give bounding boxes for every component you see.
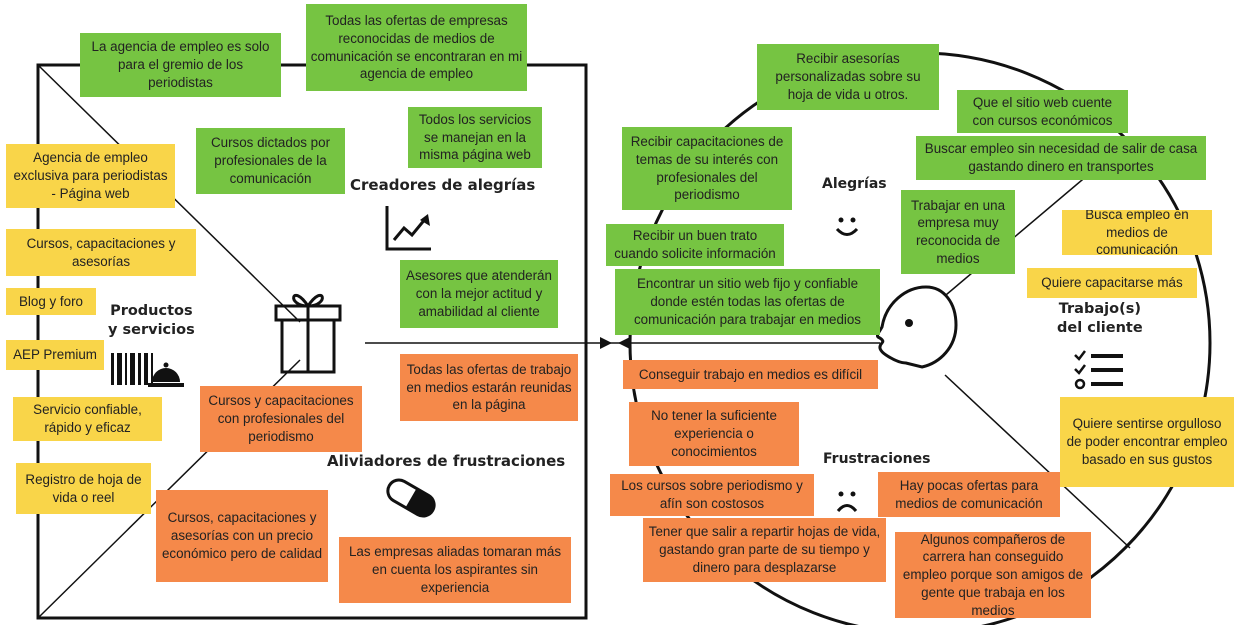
label-gain-creators: Creadores de alegrías [350, 176, 536, 194]
gain-note: Que el sitio web cuente con cursos econó… [957, 90, 1128, 133]
pain-reliever-note: Las empresas aliadas tomaran más en cuen… [339, 537, 571, 603]
arrow-right-head [600, 337, 612, 349]
face-profile-icon [876, 285, 958, 369]
checklist-icon [1074, 350, 1123, 390]
gain-note: Recibir capacitaciones de temas de su in… [622, 127, 792, 210]
gain-note: Encontrar un sitio web fijo y confiable … [615, 269, 880, 335]
pain-note: Los cursos sobre periodismo y afín son c… [610, 474, 814, 516]
product-note: Agencia de empleo exclusiva para periodi… [6, 144, 175, 208]
product-note: Cursos, capacitaciones y asesorías [6, 229, 196, 276]
pain-note: Hay pocas ofertas para medios de comunic… [878, 472, 1060, 517]
gain-creator-note: La agencia de empleo es solo para el gre… [80, 33, 281, 97]
customer-divider-lower [944, 374, 1131, 549]
rising-chart-icon [385, 206, 431, 251]
label-customer-jobs: Trabajo(s) del cliente [1057, 301, 1143, 336]
product-note: Registro de hoja de vida o reel [16, 463, 151, 514]
smiley-icon [835, 217, 859, 236]
arrow-left-head [618, 337, 630, 349]
service-bell-icon [148, 362, 184, 387]
pain-reliever-note: Cursos, capacitaciones y asesorías con u… [156, 490, 328, 582]
pain-note: No tener la suficiente experiencia o con… [629, 402, 799, 466]
pill-icon [386, 478, 436, 518]
gain-creator-note: Cursos dictados por profesionales de la … [196, 128, 345, 194]
label-pains: Frustraciones [823, 451, 931, 467]
gain-note: Recibir un buen trato cuando solicite in… [606, 224, 784, 266]
customer-job-note: Busca empleo en medios de comunicación [1062, 210, 1212, 255]
barcode-icon [111, 353, 153, 385]
gain-note: Recibir asesorías personalizadas sobre s… [757, 44, 939, 110]
label-pain-relievers: Aliviadores de frustraciones [327, 452, 566, 470]
customer-job-note: Quiere capacitarse más [1027, 268, 1197, 298]
pain-note: Conseguir trabajo en medios es difícil [623, 360, 878, 389]
gain-creator-note: Todas las ofertas de empresas reconocida… [306, 4, 527, 91]
sad-face-icon [836, 491, 858, 513]
gain-note: Trabajar en una empresa muy reconocida d… [901, 190, 1015, 274]
pain-note: Algunos compañeros de carrera han conseg… [895, 532, 1091, 618]
label-gains: Alegrías [822, 176, 887, 192]
product-note: AEP Premium [6, 340, 104, 370]
pain-reliever-note: Cursos y capacitaciones con profesionale… [200, 386, 362, 452]
pain-note: Tener que salir a repartir hojas de vida… [643, 518, 886, 582]
gain-creator-note: Asesores que atenderán con la mejor acti… [400, 260, 558, 328]
gift-icon [274, 293, 342, 374]
gain-note: Buscar empleo sin necesidad de salir de … [916, 136, 1206, 180]
product-note: Blog y foro [6, 288, 96, 315]
pain-reliever-note: Todas las ofertas de trabajo en medios e… [400, 354, 578, 421]
label-products-services: Productos y servicios [108, 303, 195, 338]
product-note: Servicio confiable, rápido y eficaz [13, 397, 162, 441]
customer-job-note: Quiere sentirse orgulloso de poder encon… [1060, 397, 1234, 487]
gain-creator-note: Todos los servicios se manejan en la mis… [408, 107, 542, 168]
